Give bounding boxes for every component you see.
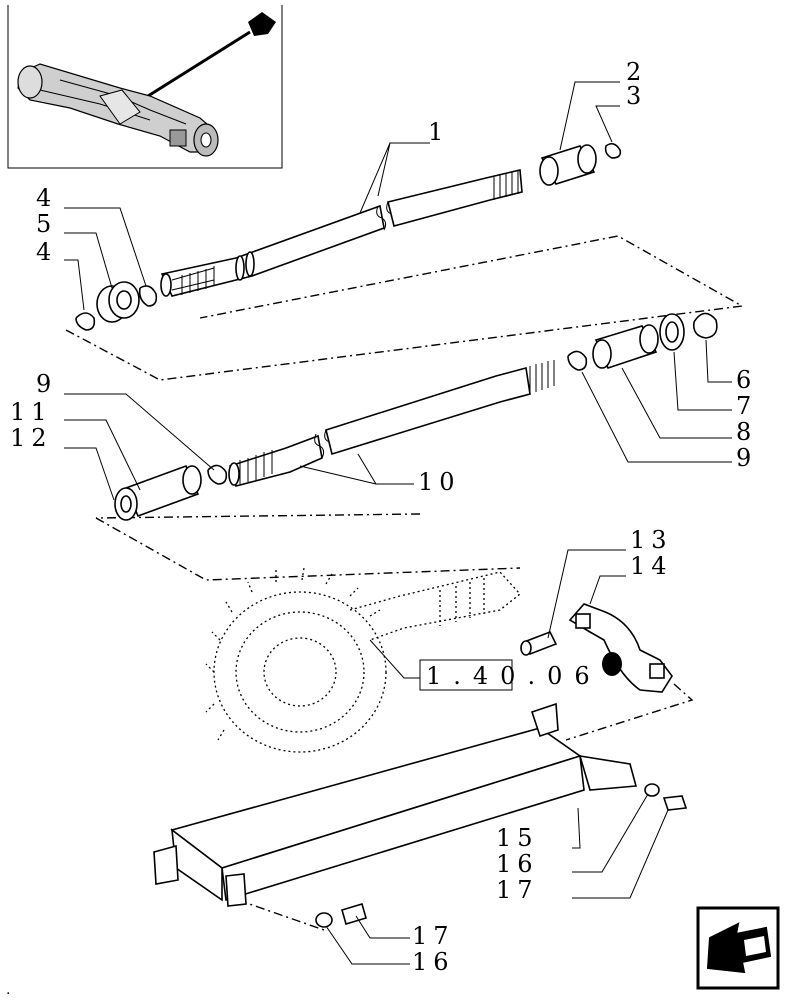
callout-3: 3 [626, 82, 647, 110]
circlip-part-3 [604, 142, 622, 159]
upper-axle-shaft [160, 169, 523, 297]
washer-part-16-right [644, 783, 660, 797]
dashed-link-bracket-guard [237, 683, 694, 931]
ring-gear-and-pinion [205, 567, 521, 753]
callout-5: 5 [36, 210, 57, 238]
callout-17-right: 17 [496, 876, 539, 904]
callout-6: 6 [736, 366, 757, 394]
washer-part-12 [114, 487, 138, 521]
cross-reference-label: 1.40.06 [426, 662, 602, 690]
circlip-part-9b [567, 350, 588, 371]
callout-1: 1 [428, 118, 449, 146]
callout-7: 7 [736, 392, 757, 420]
callout-4-bottom: 4 [36, 238, 57, 266]
bushing-part-8 [592, 324, 659, 369]
callout-8: 8 [736, 418, 757, 446]
circlip-part-9a [207, 464, 228, 485]
callout-16-bottom: 16 [412, 948, 455, 976]
callout-11: 11 [10, 398, 53, 426]
bolt-part-17-bottom [341, 903, 367, 925]
bushing-part-11 [124, 464, 202, 518]
callout-13: 13 [630, 526, 673, 554]
callout-15: 15 [496, 824, 539, 852]
callout-4-top: 4 [36, 184, 57, 212]
bolt-part-17-right [662, 795, 688, 811]
circlip-part-6 [692, 312, 718, 339]
upper-dashed-frame [65, 235, 745, 381]
callout-10: 10 [418, 468, 461, 496]
washer-part-7 [659, 313, 685, 351]
callout-16-right: 16 [496, 850, 539, 878]
guard-part-15 [153, 702, 638, 907]
bracket-part-14 [568, 603, 673, 693]
back-arrow-icon [706, 922, 772, 974]
callout-9-left: 9 [36, 370, 57, 398]
cross-reference-box[interactable]: 1.40.06 [419, 659, 602, 691]
callout-17-bottom: 17 [412, 922, 455, 950]
callout-2: 2 [626, 58, 647, 86]
callout-9-right: 9 [736, 444, 757, 472]
washer-part-16-bottom [315, 912, 333, 928]
navigation-back-arrow-button[interactable] [696, 906, 780, 990]
circlip-part-4a [138, 285, 158, 307]
circlip-part-4b [75, 312, 96, 331]
bushing-part-2 [539, 144, 597, 186]
middle-dashed-frame [95, 513, 521, 581]
bolt-part-13 [520, 630, 558, 656]
axle-overview-inset [7, 5, 283, 169]
page-mark: . [6, 982, 10, 998]
callout-14: 14 [630, 552, 673, 580]
callout-labels: 1 2 3 4 5 4 6 7 8 9 9 11 12 10 13 14 15 … [10, 58, 757, 976]
leader-lines [64, 81, 732, 965]
callout-12: 12 [10, 424, 53, 452]
bearing-part-5 [96, 281, 140, 323]
middle-axle-shaft [228, 360, 555, 487]
